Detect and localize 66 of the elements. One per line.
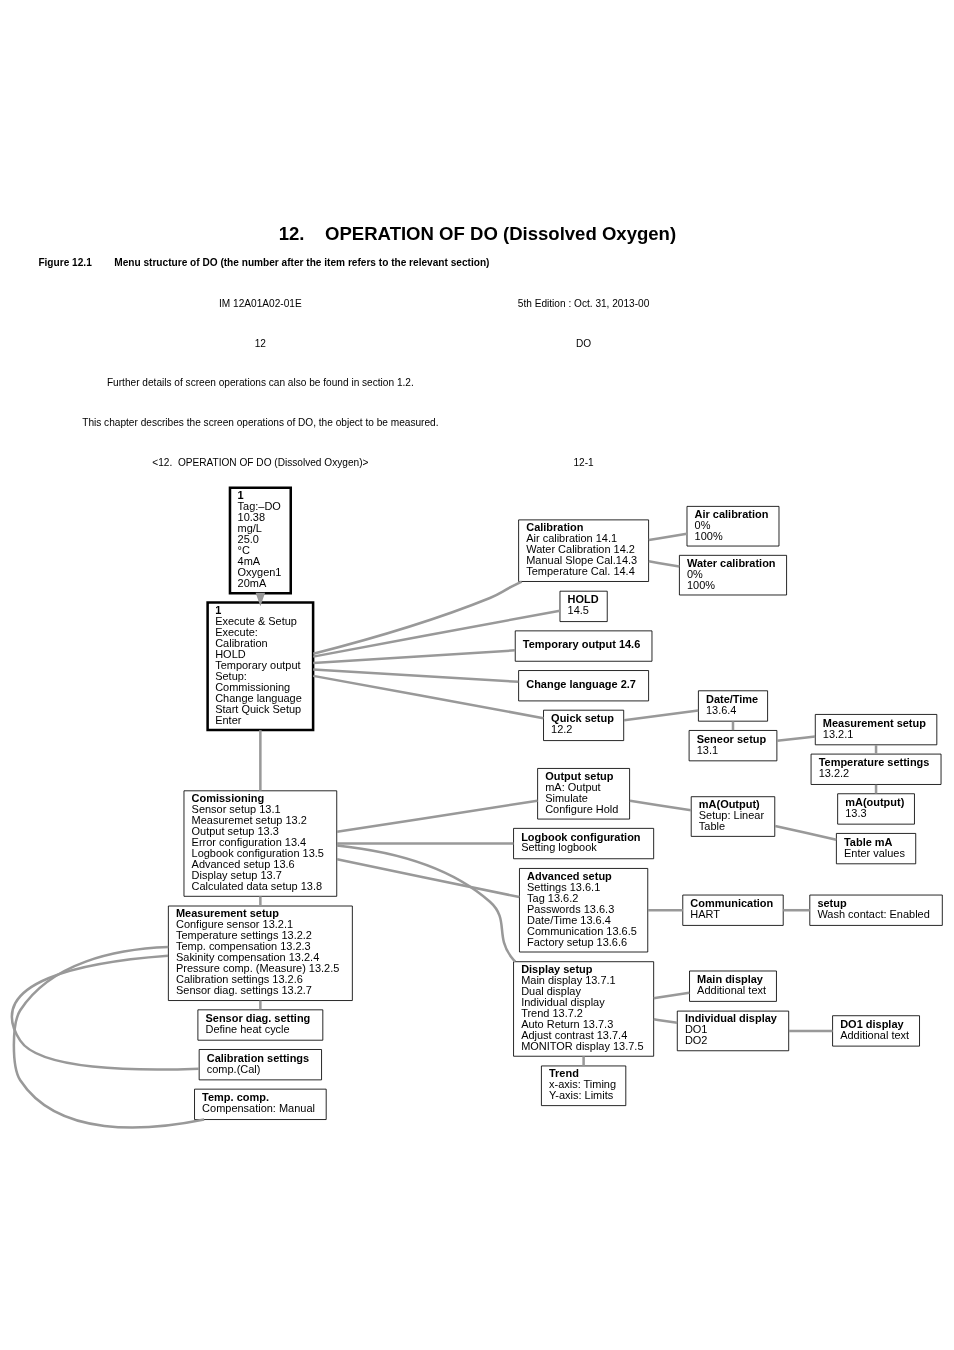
node-box: mA(output) 13.3 — [837, 793, 915, 825]
connector — [336, 844, 517, 963]
node-box: Calibration Air calibration 14.1 Water Calibration 14.2 Manual Slope Cal.14.3 Temperature Cal. 14.4 — [518, 519, 649, 582]
node-box: Output setup mA: Output Simulate Configure Hold — [537, 768, 631, 820]
connector — [336, 799, 538, 834]
node-box: HOLD 14.5 — [559, 590, 608, 622]
caption: Figure 12.1 Menu structure of DO (the number after the item refers to the relevant section) — [38, 257, 490, 269]
connector — [647, 908, 683, 912]
connector — [313, 649, 516, 665]
node-box: Calibration settings comp.(Cal) — [198, 1049, 322, 1081]
node-box: DO1 display Additional text — [832, 1015, 920, 1047]
node-box: Air calibration 0% 100% — [686, 505, 780, 547]
node-box: Seneor setup 13.1 — [688, 730, 778, 762]
diagram-title: 12. OPERATION OF DO (Dissolved Oxygen) — [278, 222, 677, 244]
label: 12 — [254, 337, 266, 349]
node-box: Quick setup 12.2 — [543, 709, 625, 741]
connector — [313, 674, 544, 720]
connector — [774, 824, 837, 842]
node-box: Measurement setup 13.2.1 — [814, 714, 938, 746]
connector — [629, 799, 692, 812]
node-box: Water calibration 0% 100% — [679, 554, 787, 596]
node-box: setup Wash contact: Enabled — [809, 894, 943, 926]
node-box: Main display Additional text — [689, 970, 777, 1002]
connector — [648, 560, 680, 568]
connector — [259, 1000, 262, 1010]
node-box: Date/Time 13.6.4 — [697, 690, 768, 722]
node-box: Advanced setup Settings 13.6.1 Tag 13.6.2 Passwords 13.6.3 Date/Time 13.6.4 Communication 13.6.5 Factory setup 13.6.6 — [519, 868, 649, 953]
connector — [10, 954, 199, 1071]
node-box: Trend x-axis: Timing Y-axis: Limits — [541, 1065, 627, 1107]
node-box: Individual display DO1 DO2 — [676, 1010, 790, 1052]
label: DO — [576, 337, 592, 349]
label: This chapter describes the screen operations of DO, the object to be measured. — [82, 416, 439, 428]
connector — [337, 842, 514, 845]
connector — [313, 609, 561, 658]
connector — [336, 858, 520, 899]
label: <12. OPERATION OF DO (Dissolved Oxygen)> — [152, 456, 369, 468]
connector — [788, 1029, 833, 1033]
node-box: Temp. comp. Compensation: Manual — [194, 1088, 327, 1120]
node-box: mA(Output) Setup: Linear Table — [690, 796, 776, 837]
connector — [259, 896, 262, 906]
node-box: Measurement setup Configure sensor 13.2.1 Temperature settings 13.2.2 Temp. compensation 13.2.3 Sakinity compensation 13.2.4 Pressure comp. (Measure) 13.2.5 Calibration settings 13.2.6 Sensor diag. settings 13.2.7 — [167, 905, 353, 1001]
node-box: 1 Execute & Setup Execute: Calibration HOLD Temporary output Setup: Commissioning Change language Start Quick Setup Enter — [206, 601, 315, 732]
node-box: Comissioning Sensor setup 13.1 Measuremet setup 13.2 Output setup 13.3 Error configuration 13.4 Logbook configuration 13.5 Advanced setup 13.6 Display setup 13.7 Calculated data setup 13.8 — [183, 790, 338, 897]
connector — [623, 709, 699, 722]
connector — [582, 1056, 585, 1066]
node-box: Logbook configuration Setting logbook — [513, 827, 655, 860]
connector — [259, 730, 262, 791]
connector — [648, 532, 688, 542]
node-box: Sensor diag. setting Define heat cycle — [197, 1009, 324, 1041]
label: IM 12A01A02-01E — [219, 297, 302, 309]
connector — [776, 735, 816, 742]
connector — [783, 908, 810, 912]
node-box: Display setup Main display 13.7.1 Dual display Individual display Trend 13.7.2 Auto Return 13.7.3 Adjust contrast 13.7.4 MONITOR display 13.7.5 — [513, 961, 655, 1057]
label: 5th Edition : Oct. 31, 2013-00 — [517, 297, 650, 309]
connector — [653, 1018, 678, 1024]
connector — [653, 991, 690, 1000]
label: 12-1 — [573, 456, 594, 468]
label: Further details of screen operations can also be found in section 1.2. — [106, 377, 414, 389]
node-box: Temperature settings 13.2.2 — [810, 753, 942, 785]
node-box: Communication HART — [682, 894, 784, 926]
connector — [313, 668, 519, 684]
node-box: Change language 2.7 — [518, 670, 649, 702]
connector — [312, 580, 523, 655]
node-box: Temporary output 14.6 — [514, 630, 653, 662]
connector — [12, 945, 205, 1129]
node-box: Table mA Enter values — [835, 833, 917, 865]
